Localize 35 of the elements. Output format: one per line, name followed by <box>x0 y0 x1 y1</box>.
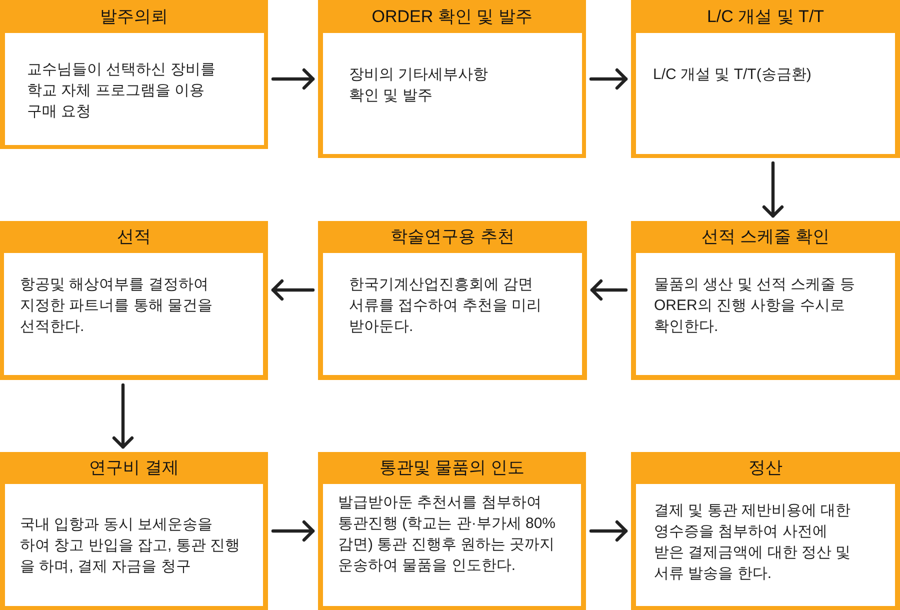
step-title: 선적 <box>117 227 151 247</box>
step-title: L/C 개설 및 T/T <box>706 6 824 26</box>
step-description: 물품의 생산 및 선적 스케줄 등 ORER의 진행 사항을 수시로 확인한다. <box>654 275 856 337</box>
step-description: 한국기계산업진흥회에 감면 서류를 접수하여 추천을 미리 받아둔다. <box>349 275 543 337</box>
step-title: 학술연구용 추천 <box>390 227 514 247</box>
arrow <box>589 520 628 542</box>
step-title: 정산 <box>748 458 782 478</box>
step-description: 항공및 해상여부를 결정하여 지정한 파트너를 통해 물건을 선적한다. <box>20 275 214 337</box>
step-card <box>0 221 268 380</box>
arrow <box>112 383 134 449</box>
step-card <box>318 0 586 158</box>
step-card <box>631 221 900 380</box>
step-card <box>318 221 587 380</box>
step-description: 발급받아둔 추천서를 첨부하여 통관진행 (학교는 관·부가세 80% 감면) 통관 진행후 원하는 곳까지 운송하여 물품을 인도한다. <box>338 493 557 576</box>
step-card <box>0 0 268 149</box>
step-card <box>631 0 900 158</box>
step-card <box>631 452 900 610</box>
step-title: ORDER 확인 및 발주 <box>372 6 532 26</box>
arrow <box>762 161 784 218</box>
step-description: 결제 및 통관 제반비용에 대한 영수증을 첨부하여 사전에 받은 결제금액에 대한 정산 및 서류 발송을 한다. <box>654 501 852 584</box>
step-card <box>318 452 586 610</box>
arrow <box>271 68 315 90</box>
step-description: 교수님들이 선택하신 장비를 학교 자체 프로그램을 이용 구매 요청 <box>27 60 216 122</box>
step-description: 장비의 기타세부사항 확인 및 발주 <box>349 65 490 106</box>
arrow <box>271 520 315 542</box>
step-description: L/C 개설 및 T/T(송금환) <box>653 65 812 85</box>
step-title: 통관및 물품의 인도 <box>379 458 525 478</box>
arrow <box>589 68 628 90</box>
arrow <box>590 279 628 301</box>
arrow <box>271 279 315 301</box>
step-title: 연구비 결제 <box>89 458 179 478</box>
step-title: 발주의뢰 <box>100 6 168 26</box>
step-description: 국내 입항과 동시 보세운송을 하여 창고 반입을 잡고, 통관 진행 을 하며, 결제 자금을 청구 <box>20 515 242 577</box>
step-title: 선적 스케줄 확인 <box>701 227 830 247</box>
step-card <box>0 452 268 610</box>
